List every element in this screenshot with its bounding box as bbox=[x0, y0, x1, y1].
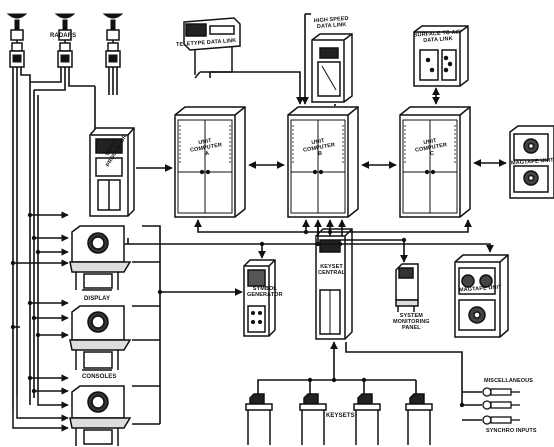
synchro-input-connectors bbox=[483, 388, 520, 424]
synchro-inputs-label: SYNCHRO INPUTS bbox=[486, 428, 537, 434]
keyset-central bbox=[316, 229, 352, 339]
synchro-input-3 bbox=[483, 416, 520, 424]
keyset-4 bbox=[406, 394, 432, 445]
synchro-input-2 bbox=[483, 401, 520, 409]
radar-2 bbox=[56, 14, 74, 67]
console-feed-arrows bbox=[13, 215, 68, 428]
radar-antennas bbox=[8, 14, 122, 67]
radar-1 bbox=[8, 14, 26, 67]
unit-computer-b bbox=[288, 107, 358, 217]
teletype-equipment bbox=[184, 18, 240, 78]
high-speed-data-link-label: HIGH SPEED DATA LINK bbox=[314, 16, 350, 30]
unit-computer-a bbox=[175, 107, 245, 217]
keyset-2 bbox=[300, 394, 326, 445]
keyset-central-label: KEYSET CENTRAL bbox=[318, 264, 345, 276]
keyset-terminals bbox=[246, 394, 432, 445]
miscellaneous-label: MISCELLANEOUS bbox=[484, 378, 533, 384]
display-label: DISPLAY bbox=[84, 296, 110, 302]
system-monitoring-panel-line-3: PANEL bbox=[393, 325, 430, 331]
display-console-1 bbox=[70, 226, 130, 290]
system-monitoring-panel bbox=[396, 264, 418, 312]
unit-computer-c bbox=[400, 107, 470, 217]
display-console-3 bbox=[70, 386, 130, 446]
keyset-central-line-2: CENTRAL bbox=[318, 270, 345, 276]
system-monitoring-panel-label: SYSTEM MONITORING PANEL bbox=[393, 313, 430, 331]
symbol-generator-line-2: GENERATOR bbox=[247, 292, 283, 298]
keysets-label: KEYSETS bbox=[326, 413, 355, 419]
symbol-generator-label: SYMBOL GENERATOR bbox=[247, 286, 283, 298]
radar-3 bbox=[104, 14, 122, 67]
synchro-input-1 bbox=[483, 388, 520, 396]
keyset-1 bbox=[246, 394, 272, 445]
keyset-3 bbox=[354, 394, 380, 445]
symbol-generator bbox=[244, 260, 275, 336]
display-console-2 bbox=[70, 306, 130, 370]
magtape-unit-lower bbox=[455, 255, 508, 337]
consoles-label: CONSOLES bbox=[82, 374, 116, 380]
radars-label: RADARS bbox=[50, 33, 76, 39]
high-speed-data-link-cabinet bbox=[312, 34, 352, 102]
